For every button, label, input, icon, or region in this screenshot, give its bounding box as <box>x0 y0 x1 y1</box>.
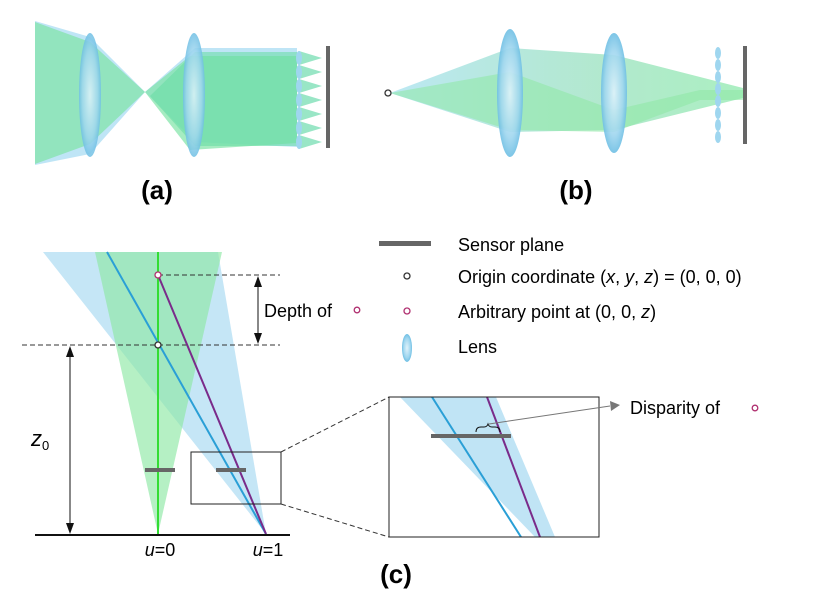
panel-a-lens-1 <box>79 33 101 157</box>
panel-a-microlens-array <box>296 51 322 149</box>
panel-c-disparity-arrow-head <box>610 401 620 411</box>
panel-c-disparity-label: Disparity of <box>630 398 721 418</box>
legend-arbitrary-swatch <box>403 307 411 315</box>
panel-b-label: (b) <box>559 175 592 205</box>
panel-c-z0-arrow-head-top <box>66 346 74 357</box>
panel-c-zoom-connector-top <box>280 396 390 453</box>
legend-sensor-label: Sensor plane <box>458 235 564 255</box>
legend-lens-label: Lens <box>458 337 497 357</box>
legend-origin-swatch <box>403 272 411 280</box>
panel-c-inset-blue-ray <box>431 397 522 537</box>
panel-c-depth-label: Depth of <box>264 301 333 321</box>
legend-arbitrary-label: Arbitrary point at (0, 0, z) <box>458 302 656 322</box>
legend-sensor-swatch <box>379 241 431 246</box>
panel-c-u0-label: u=0 <box>145 540 176 560</box>
panel-a-diagram <box>35 21 330 165</box>
panel-b-diagram <box>384 29 747 157</box>
panel-b-lens-1 <box>497 29 523 157</box>
panel-c-blue-ray <box>106 251 267 535</box>
panel-c-arbitrary-point <box>154 271 162 279</box>
panel-c-depth-arrow-head-bottom <box>254 333 262 344</box>
panel-c-zoom-source-box <box>190 451 282 505</box>
panel-c-disparity-brace <box>475 422 501 433</box>
panel-c-zoom-inset-frame <box>388 396 600 538</box>
panel-c-z0-label: z0 <box>30 426 49 453</box>
panel-c-sensor-right <box>216 468 246 472</box>
panel-c-z0-arrow-head-bottom <box>66 523 74 534</box>
panel-c-disparity-arrow <box>488 405 611 425</box>
legend: Sensor plane Origin coordinate (x, y, z)… <box>379 235 742 362</box>
panel-a-sensor-plane <box>326 46 330 148</box>
panel-c-zoom-connector-bottom <box>280 503 390 538</box>
panel-b-origin-point <box>384 89 392 97</box>
panel-a-green-beam-right <box>150 52 297 146</box>
panel-c-zoom-inset <box>388 396 600 538</box>
panel-c-diagram <box>22 251 620 538</box>
panel-c-depth-label-point-icon <box>353 306 361 314</box>
panel-b-green-beam <box>390 72 743 132</box>
panel-c-disparity-label-point-icon <box>751 404 759 412</box>
panel-c-u1-label: u=1 <box>253 540 284 560</box>
panel-c-origin-point <box>154 341 162 349</box>
panel-c-depth-arrow-head-top <box>254 276 262 287</box>
panel-c-label: (c) <box>380 559 412 589</box>
panel-b-microlens-array <box>715 47 721 143</box>
legend-origin-label: Origin coordinate (x, y, z) = (0, 0, 0) <box>458 267 742 287</box>
panel-c-inset-sensor <box>431 434 511 438</box>
panel-b-sensor-plane <box>743 46 747 144</box>
legend-lens-swatch <box>402 334 412 362</box>
panel-b-lens-2 <box>601 33 627 153</box>
panel-a-lens-2 <box>183 33 205 157</box>
panel-a-label: (a) <box>141 175 173 205</box>
panel-c-sensor-left <box>145 468 175 472</box>
panel-c-inset-purple-ray <box>486 397 541 537</box>
panel-c-purple-ray <box>157 274 267 535</box>
